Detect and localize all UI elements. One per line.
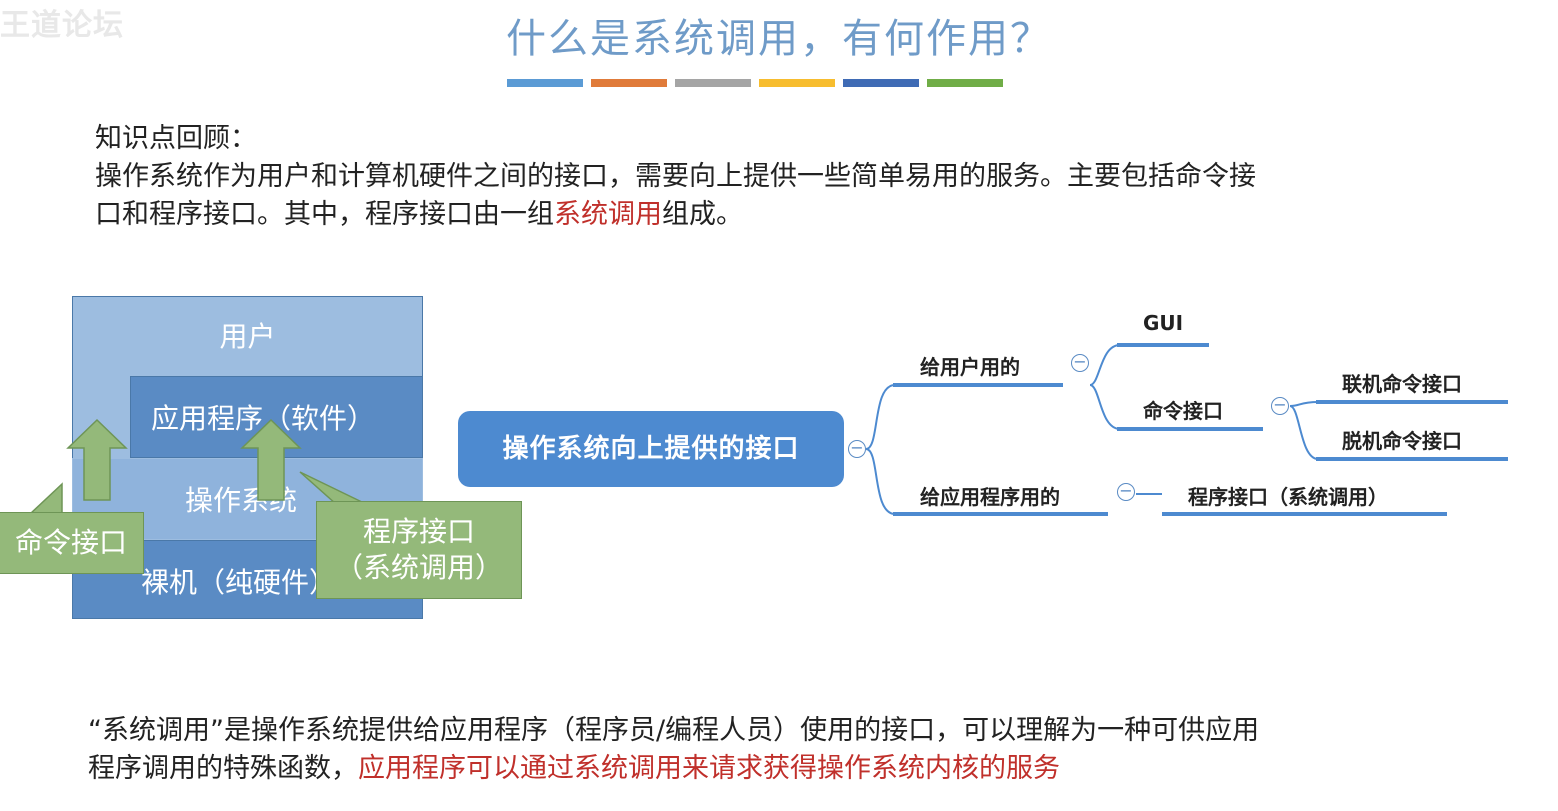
node-online-underline	[1316, 400, 1508, 404]
watermark-logo: 王道论坛	[0, 8, 124, 43]
title-color-bar	[507, 79, 1003, 87]
node-for-program-underline	[893, 512, 1108, 516]
node-for-user: 给用户用的	[920, 355, 1020, 379]
review-heading: 知识点回顾：	[95, 123, 257, 154]
up-arrow-icon	[240, 418, 302, 501]
node-gui: GUI	[1143, 311, 1184, 335]
collapse-toggle-icon[interactable]: −	[848, 440, 866, 458]
up-arrow-icon	[66, 418, 128, 501]
definition-line-2-prefix: 程序调用的特殊函数，	[88, 753, 358, 784]
review-line-1: 操作系统作为用户和计算机硬件之间的接口，需要向上提供一些简单易用的服务。主要包括…	[95, 161, 1256, 192]
definition-section: “系统调用”是操作系统提供给应用程序（程序员/编程人员）使用的接口，可以理解为一…	[88, 712, 1508, 788]
callout-command-interface: 命令接口	[0, 512, 144, 574]
review-line-2-suffix: 组成。	[662, 199, 743, 230]
layer-os: 操作系统	[72, 458, 423, 540]
color-segment-1	[507, 79, 583, 87]
node-for-user-underline	[893, 383, 1063, 387]
collapse-toggle-icon[interactable]: −	[1271, 397, 1289, 415]
callout-program-line-2: （系统调用）	[334, 551, 503, 584]
layer-user-label: 用户	[219, 320, 276, 353]
node-gui-underline	[1117, 343, 1209, 347]
review-line-2-prefix: 口和程序接口。其中，程序接口由一组	[95, 199, 554, 230]
program-link-line	[1136, 493, 1162, 495]
definition-highlight: 应用程序可以通过系统调用来请求获得操作系统内核的服务	[358, 753, 1060, 784]
layer-bare-label: 裸机（纯硬件）	[141, 566, 338, 599]
node-for-program: 给应用程序用的	[920, 485, 1060, 509]
color-segment-3	[675, 79, 751, 87]
node-command-interface: 命令接口	[1143, 399, 1223, 423]
node-online-command: 联机命令接口	[1342, 372, 1462, 396]
mindmap-root: 操作系统向上提供的接口	[458, 411, 844, 487]
review-line-2: 口和程序接口。其中，程序接口由一组系统调用组成。	[95, 196, 1256, 234]
color-segment-5	[843, 79, 919, 87]
callout-program-line-1: 程序接口	[362, 515, 475, 548]
definition-line-1: “系统调用”是操作系统提供给应用程序（程序员/编程人员）使用的接口，可以理解为一…	[88, 715, 1260, 746]
collapse-toggle-icon[interactable]: −	[1071, 354, 1089, 372]
slide-title: 什么是系统调用，有何作用？	[506, 16, 1052, 62]
node-offline-underline	[1316, 457, 1508, 461]
node-command-underline	[1117, 427, 1263, 431]
callout-program-interface: 程序接口 （系统调用）	[316, 501, 522, 599]
color-segment-6	[927, 79, 1003, 87]
review-section: 知识点回顾： 操作系统作为用户和计算机硬件之间的接口，需要向上提供一些简单易用的…	[95, 120, 1256, 234]
definition-line-2: 程序调用的特殊函数，应用程序可以通过系统调用来请求获得操作系统内核的服务	[88, 750, 1508, 788]
node-program-interface: 程序接口（系统调用）	[1188, 485, 1388, 509]
review-highlight: 系统调用	[554, 199, 662, 230]
collapse-toggle-icon[interactable]: −	[1117, 483, 1135, 501]
color-segment-4	[759, 79, 835, 87]
color-segment-2	[591, 79, 667, 87]
node-offline-command: 脱机命令接口	[1342, 429, 1462, 453]
node-program-interface-underline	[1162, 512, 1447, 516]
